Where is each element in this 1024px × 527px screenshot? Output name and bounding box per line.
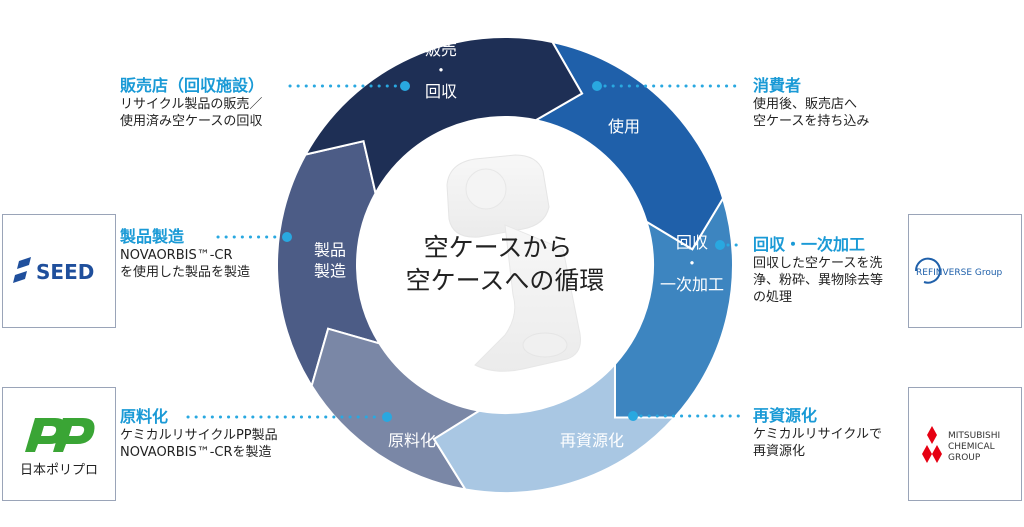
lens-case-image [446,154,581,372]
annotation-consumer-title: 消費者 [753,76,802,95]
mitsubishi-diamonds-icon [922,426,942,463]
annotation-recycle-desc1: ケミカルリサイクルで [753,427,882,442]
segment-collection-processing-label-dot: ・ [684,254,700,273]
segment-use-label-line1: 使用 [608,117,640,136]
refinverse-logo-box: REFINVERSE Group [908,214,1022,328]
annotation-material: 原料化 ケミカルリサイクルPP製品 NOVAORBIS™-CRを製造 [120,407,278,461]
annotation-recycle-desc2: 再資源化 [753,444,806,459]
annotation-processing-desc3: の処理 [753,290,793,305]
center-title-line1: 空ケースから [424,233,573,262]
annotation-material-desc1: ケミカルリサイクルPP製品 [120,428,278,443]
annotation-consumer-desc1: 使用後、販売店へ [753,97,858,112]
segment-sales-collection-label-dot: ・ [433,61,449,80]
annotation-recycle-title: 再資源化 [753,406,818,425]
annotation-processing-title: 回収・一次加工 [753,235,866,254]
center-title-line2: 空ケースへの循環 [406,266,605,295]
segment-product-manufacturing-label-line2: 製造 [314,262,346,281]
annotation-store-desc1: リサイクル製品の販売／ [120,97,263,112]
polypro-logo-box: 日本ポリプロ [2,387,116,501]
connector-material [186,412,392,422]
seed-logo-box: SEED [2,214,116,328]
connector-consumer [592,81,740,91]
seed-logo-text: SEED [36,260,94,284]
mitsubishi-logo-line3: GROUP [948,453,981,463]
segment-collection-processing-label-line2: 一次加工 [660,275,724,294]
segment-recycling-label-line1: 再資源化 [560,431,624,450]
annotation-recycle: 再資源化 ケミカルリサイクルで 再資源化 [753,406,882,460]
segment-raw-material-label-line1: 原料化 [388,431,436,450]
connector-store [288,81,410,91]
refinverse-logo-text: REFINVERSE Group [916,268,1003,278]
annotation-processing: 回収・一次加工 回収した空ケースを洗 浄、粉砕、異物除去等 の処理 [753,235,883,306]
mitsubishi-logo-line1: MITSUBISHI [948,431,1000,441]
refinverse-logo: REFINVERSE Group [914,257,1003,284]
segment-collection-processing-label-line1: 回収 [676,233,708,252]
segment-collection-processing [613,195,734,419]
annotation-store-desc2: 使用済み空ケースの回収 [120,114,263,129]
annotation-material-desc2: NOVAORBIS™-CRを製造 [120,445,272,460]
annotation-material-title: 原料化 [120,407,169,426]
annotation-consumer: 消費者 使用後、販売店へ 空ケースを持ち込み [753,76,869,130]
connector-recycle [628,411,744,421]
annotation-manufacture: 製品製造 NOVAORBIS™-CR を使用した製品を製造 [120,227,250,281]
segment-product-manufacturing-label-line1: 製品 [314,241,346,260]
annotation-store-title: 販売店（回収施設） [120,76,265,95]
connector-processing [715,240,744,250]
annotation-store: 販売店（回収施設） リサイクル製品の販売／ 使用済み空ケースの回収 [120,76,264,130]
mitsubishi-logo-line2: CHEMICAL [948,442,995,452]
mitsubishi-logo: MITSUBISHI CHEMICAL GROUP [922,426,1000,463]
polypro-logo: 日本ポリプロ [20,418,98,478]
mitsubishi-logo-box: MITSUBISHI CHEMICAL GROUP [908,387,1022,501]
annotation-processing-desc1: 回収した空ケースを洗 [753,256,883,271]
annotation-manufacture-title: 製品製造 [120,227,185,246]
connector-manufacture [216,232,292,242]
segment-sales-collection-label-line2: 回収 [425,82,457,101]
polypro-logo-text: 日本ポリプロ [20,463,98,478]
seed-logo: SEED [13,257,94,284]
annotation-manufacture-desc1: NOVAORBIS™-CR [120,248,233,263]
annotation-processing-desc2: 浄、粉砕、異物除去等 [753,273,884,288]
annotation-consumer-desc2: 空ケースを持ち込み [753,114,870,129]
segment-raw-material [310,327,483,491]
segment-sales-collection-label-line1: 販売 [425,40,457,59]
annotation-manufacture-desc2: を使用した製品を製造 [120,265,251,280]
